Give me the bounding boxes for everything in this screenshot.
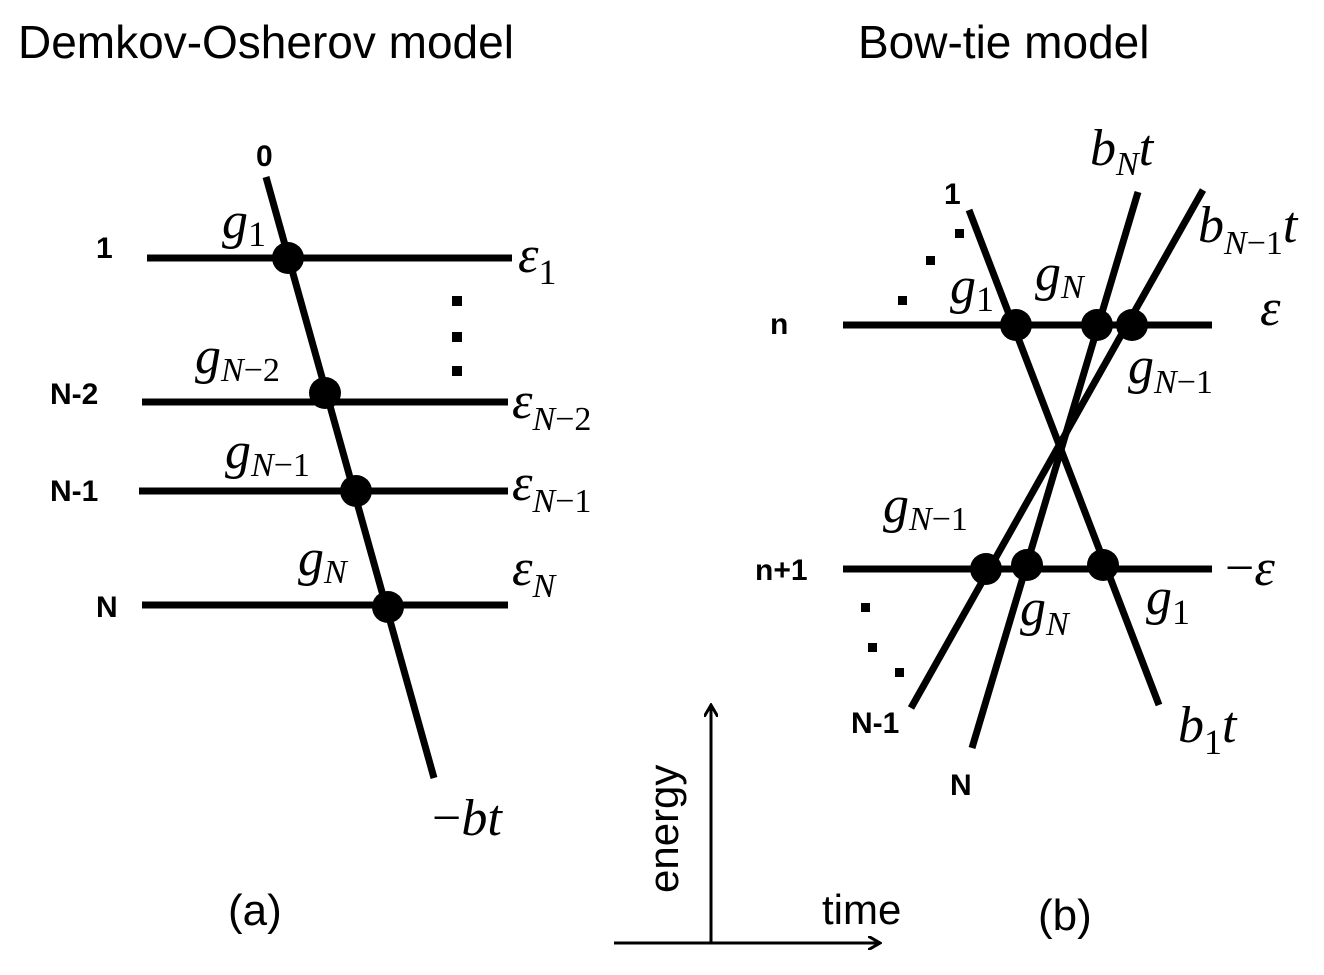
energy-eps-n: εN [512,540,558,605]
demkov-osherov-diagram: 0 1 N-2 N-1 N g1 gN−2 gN−1 gN ε1 εN−2 εN… [50,140,591,935]
energy-eps-n-2: εN−2 [512,373,591,438]
energy-axis-label: energy [640,765,687,893]
ellipsis-dot [868,643,877,652]
left-title: Demkov-Osherov model [18,16,514,68]
coupling-gn-1-top: gN−1 [1128,338,1213,401]
level-label-n-1: N-1 [50,475,98,508]
energy-eps-1: ε1 [518,227,557,292]
slope-b1-t: b1t [1178,697,1238,762]
crossing-dot [340,475,372,507]
level-label-1: 1 [944,178,961,211]
slope-bn-1-t: bN−1t [1198,197,1299,262]
slope-minus-bt: −bt [432,790,503,847]
ellipsis-dot [861,603,870,612]
coupling-g-n-1: gN−1 [225,423,310,484]
energy-eps: ε [1260,280,1281,337]
level-label-1: 1 [96,232,113,265]
sloped-line-bn-1 [907,188,1207,710]
crossing-dot [309,377,341,409]
sloped-line-b1 [965,208,1163,707]
crossing-dot [1087,549,1119,581]
level-label-n-2: N-2 [50,378,98,411]
level-label-n-plus-1: n+1 [755,554,808,587]
coupling-gn-bottom: gN [1020,580,1071,643]
ellipsis-dot [926,256,935,265]
level-label-0: 0 [256,140,273,173]
coupling-g1: g1 [222,193,266,254]
crossing-dot [1000,309,1032,341]
right-title: Bow-tie model [858,16,1149,68]
crossing-dot [970,553,1002,585]
coupling-gn-top: gN [1035,245,1086,306]
ellipsis-dot [898,296,907,305]
ellipsis-dot [452,332,462,342]
caption-b: (b) [1038,891,1092,940]
ellipsis-dot [955,229,964,238]
crossing-dot [1011,549,1043,581]
bow-tie-diagram: 1 n n+1 N-1 N bNt bN−1t b1t g1 gN gN−1 g… [755,120,1299,940]
time-axis-label: time [822,886,901,933]
ellipsis-dot [452,366,462,376]
energy-eps-n-1: εN−1 [512,455,591,520]
slope-bn-t: bNt [1090,120,1155,183]
coupling-g-n: gN [298,530,349,591]
coupling-gn-1-bottom: gN−1 [883,477,968,538]
sloped-line-bn [968,190,1142,750]
crossing-dot [1116,309,1148,341]
crossing-dot [372,591,404,623]
energy-time-axes: energy time [614,706,901,943]
ellipsis-dot [895,668,904,677]
level-label-n: N [96,591,118,624]
level-label-n-1: N-1 [851,707,899,740]
crossing-dot [272,242,304,274]
level-label-n: n [770,308,788,341]
energy-minus-eps: −ε [1225,540,1275,597]
coupling-g-n-2: gN−2 [195,328,280,389]
ellipsis-dot [452,296,462,306]
coupling-g1-bottom: g1 [1146,569,1190,632]
level-label-n: N [950,769,972,802]
crossing-dot [1081,309,1113,341]
coupling-g1-top: g1 [950,258,994,319]
caption-a: (a) [228,886,282,935]
